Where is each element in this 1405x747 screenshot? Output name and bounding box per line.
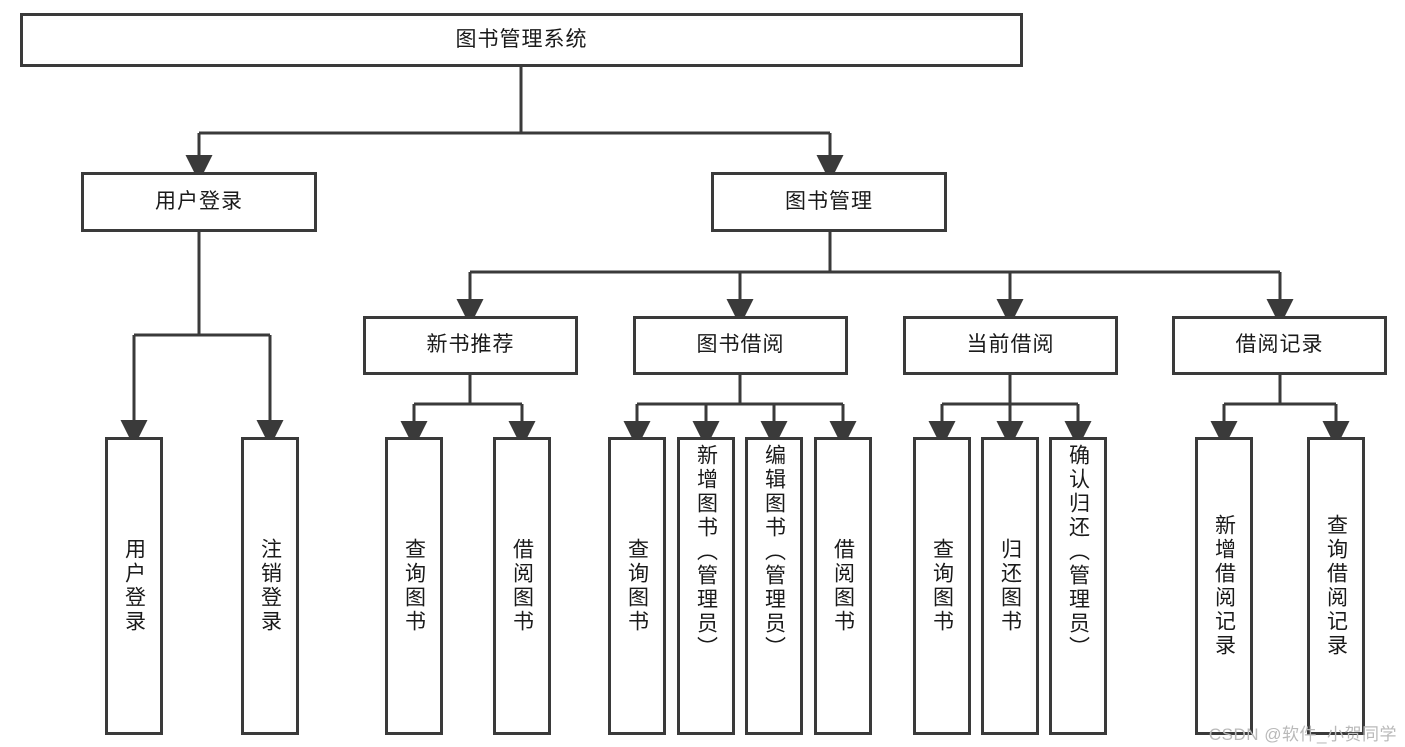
node-label: 查询图书: [930, 538, 954, 634]
node-label: 查询借阅记录: [1324, 514, 1348, 658]
node-root[interactable]: 图书管理系统: [20, 13, 1023, 67]
node-user-login[interactable]: 用户登录: [81, 172, 317, 232]
node-label: 当前借阅: [966, 333, 1055, 357]
node-new-book-recommend[interactable]: 新书推荐: [363, 316, 578, 375]
node-label: 图书管理系统: [455, 27, 588, 51]
node-label: 确认归还（管理员）: [1066, 444, 1090, 660]
node-label: 新书推荐: [426, 333, 515, 357]
leaf-borrow-book-recommend[interactable]: 借阅图书: [493, 437, 551, 735]
node-borrow-record[interactable]: 借阅记录: [1172, 316, 1387, 375]
watermark-text: CSDN @软件_小贺同学: [1208, 725, 1397, 744]
node-label: 归还图书: [998, 538, 1022, 634]
node-label: 图书管理: [785, 189, 873, 213]
leaf-edit-book-admin[interactable]: 编辑图书（管理员）: [745, 437, 803, 735]
leaf-query-book-borrow[interactable]: 查询图书: [608, 437, 666, 735]
node-label: 借阅图书: [510, 538, 534, 634]
node-label: 查询图书: [402, 538, 426, 634]
node-label: 新增图书（管理员）: [694, 444, 718, 660]
leaf-query-book-current[interactable]: 查询图书: [913, 437, 971, 735]
node-label: 用户登录: [122, 538, 146, 634]
node-label: 借阅图书: [831, 538, 855, 634]
leaf-add-book-admin[interactable]: 新增图书（管理员）: [677, 437, 735, 735]
leaf-query-book-recommend[interactable]: 查询图书: [385, 437, 443, 735]
leaf-logout[interactable]: 注销登录: [241, 437, 299, 735]
node-label: 注销登录: [258, 538, 282, 634]
node-current-borrow[interactable]: 当前借阅: [903, 316, 1118, 375]
node-label: 查询图书: [625, 538, 649, 634]
leaf-borrow-book[interactable]: 借阅图书: [814, 437, 872, 735]
leaf-add-borrow-record[interactable]: 新增借阅记录: [1195, 437, 1253, 735]
node-book-borrow[interactable]: 图书借阅: [633, 316, 848, 375]
leaf-query-borrow-record[interactable]: 查询借阅记录: [1307, 437, 1365, 735]
node-label: 新增借阅记录: [1212, 514, 1236, 658]
leaf-user-login[interactable]: 用户登录: [105, 437, 163, 735]
node-label: 编辑图书（管理员）: [762, 444, 786, 660]
node-label: 借阅记录: [1235, 333, 1324, 357]
node-book-management[interactable]: 图书管理: [711, 172, 947, 232]
node-label: 用户登录: [155, 189, 243, 213]
leaf-return-book[interactable]: 归还图书: [981, 437, 1039, 735]
node-label: 图书借阅: [696, 333, 785, 357]
leaf-confirm-return-admin[interactable]: 确认归还（管理员）: [1049, 437, 1107, 735]
